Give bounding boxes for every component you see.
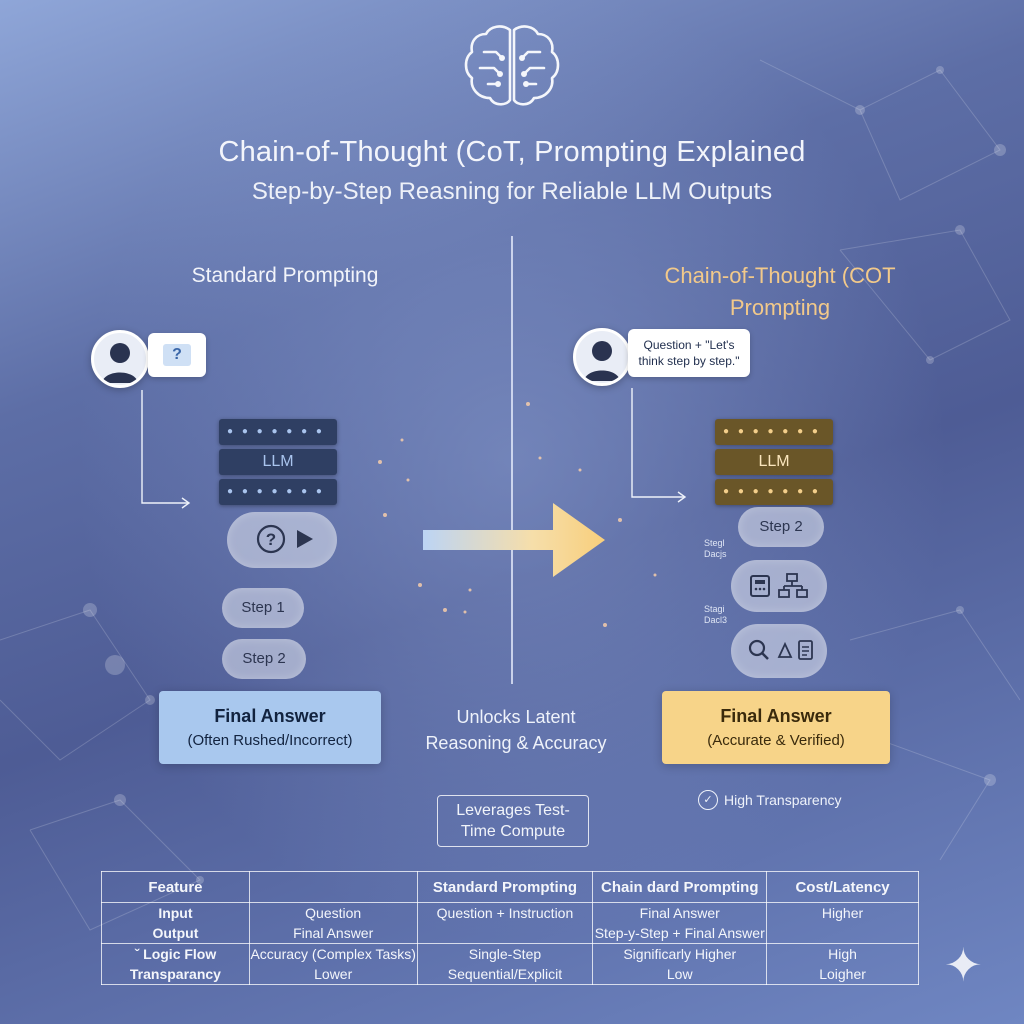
flow-arrow-left: [141, 390, 191, 509]
final-answer-right-sub: (Accurate & Verified): [707, 732, 845, 749]
search-triangle-document-icon: [748, 639, 813, 660]
page-title: Chain-of-Thought (CoT, Prompting Explain…: [218, 136, 806, 168]
center-note-line1: Unlocks Latent: [456, 707, 576, 727]
step-1-cloud-left: Step 1: [222, 588, 304, 628]
standard-prompting-heading: Standard Prompting: [191, 264, 379, 287]
final-answer-right-title: Final Answer: [720, 706, 832, 726]
table-cell: Sequential/Explicit: [416, 964, 594, 985]
cot-bubble-line2: think step by step.": [638, 354, 740, 368]
question-play-icon: ?: [256, 524, 313, 554]
comparison-table: Feature Standard Prompting Chain dard Pr…: [101, 871, 919, 985]
center-note-line2: Reasoning & Accuracy: [425, 733, 607, 753]
final-answer-right: Final Answer (Accurate & Verified): [662, 691, 890, 764]
user-avatar-left: [91, 330, 149, 388]
transition-arrow: [423, 503, 605, 577]
cot-heading-line2: Prompting: [729, 295, 831, 320]
table-cell: Step-y-Step + Final Answer: [592, 923, 768, 944]
sparkle-icon: ✦: [944, 939, 983, 991]
final-answer-left-sub: (Often Rushed/Incorrect): [187, 732, 353, 749]
table-header: Chain dard Prompting: [592, 871, 768, 903]
test-time-compute-box: Leverages Test- Time Compute: [437, 795, 589, 847]
user-avatar-right: [573, 328, 631, 386]
side-note-1-line2: Dacjs: [704, 549, 727, 559]
table-cell: [416, 923, 594, 944]
step-2-cloud-right: Step 2: [738, 507, 824, 547]
llm-server-top-left: ● ● ● ● ● ● ●: [219, 419, 337, 445]
table-cell: Question + Instruction: [416, 902, 594, 923]
side-note-1-line1: Stegl: [704, 538, 725, 548]
table-header: [248, 871, 418, 903]
table-cell: Loigher: [766, 964, 919, 985]
table-header: Standard Prompting: [416, 871, 594, 903]
llm-label-left: LLM: [219, 449, 337, 475]
table-cell: Final Answer: [248, 923, 418, 944]
tools-cloud: [731, 560, 827, 612]
table-cell: Lower: [248, 964, 418, 985]
llm-label-right: LLM: [715, 449, 833, 475]
table-cell: Transparancy: [101, 964, 250, 985]
question-bubble: ?: [148, 333, 206, 377]
table-cell: Input: [101, 902, 250, 923]
llm-server-top-right: ● ● ● ● ● ● ●: [715, 419, 833, 445]
cot-bubble-line1: Question + "Let's: [643, 338, 735, 352]
user-icon: [584, 341, 620, 381]
table-row: Output Final Answer Step-y-Step + Final …: [101, 923, 919, 944]
table-row: Transparancy Lower Sequential/Explicit L…: [101, 964, 919, 985]
side-note-1: Stegl Dacjs: [704, 538, 727, 560]
table-cell: Question: [248, 902, 418, 923]
step-2-cloud-left: Step 2: [222, 639, 306, 679]
side-note-2: Stagi Dacl3: [704, 604, 727, 626]
table-row: ˇ Logic Flow Accuracy (Complex Tasks) Si…: [101, 943, 919, 964]
cot-heading-line1: Chain-of-Thought (COT: [664, 263, 896, 288]
brain-icon: [464, 25, 560, 106]
table-row: Input Question Question + Instruction Fi…: [101, 902, 919, 923]
check-circle-icon: ✓: [698, 790, 718, 810]
side-note-2-line2: Dacl3: [704, 615, 728, 625]
table-cell: Accuracy (Complex Tasks): [248, 943, 418, 964]
cot-prompting-heading: Chain-of-Thought (COT Prompting: [640, 260, 920, 324]
final-answer-left-title: Final Answer: [214, 706, 326, 726]
table-cell: Higher: [766, 902, 919, 923]
verify-cloud: [731, 624, 827, 678]
table-cell: High: [766, 943, 919, 964]
center-note: Unlocks Latent Reasoning & Accuracy: [412, 704, 620, 756]
table-cell: Final Answer: [592, 902, 768, 923]
compute-line2: Time Compute: [460, 823, 566, 840]
center-divider: [511, 236, 513, 684]
calculator-hierarchy-icon: [750, 573, 808, 598]
table-header-row: Feature Standard Prompting Chain dard Pr…: [101, 871, 919, 903]
table-cell: Single-Step: [416, 943, 594, 964]
llm-server-bottom-right: ● ● ● ● ● ● ●: [715, 479, 833, 505]
compute-line1: Leverages Test-: [456, 802, 570, 819]
high-transparency-label: High Transparency: [724, 792, 842, 808]
user-icon: [102, 343, 138, 383]
question-mark-icon: ?: [163, 344, 191, 366]
table-cell: Significarly Higher: [592, 943, 768, 964]
table-header: Cost/Latency: [766, 871, 919, 903]
svg-text:?: ?: [266, 530, 276, 549]
page-subtitle: Step-by-Step Reasning for Reliable LLM O…: [251, 178, 773, 205]
side-note-2-line1: Stagi: [704, 604, 725, 614]
final-answer-left: Final Answer (Often Rushed/Incorrect): [159, 691, 381, 764]
thinking-cloud-left: ?: [227, 512, 337, 568]
cot-question-bubble: Question + "Let's think step by step.": [628, 329, 750, 377]
table-cell: Low: [592, 964, 768, 985]
table-cell: ˇ Logic Flow: [101, 943, 250, 964]
table-cell: Output: [101, 923, 250, 944]
table-header: Feature: [101, 871, 250, 903]
high-transparency-note: ✓ High Transparency: [698, 790, 842, 810]
flow-arrow-right: [631, 388, 687, 503]
llm-server-bottom-left: ● ● ● ● ● ● ●: [219, 479, 337, 505]
table-cell: [766, 923, 919, 944]
